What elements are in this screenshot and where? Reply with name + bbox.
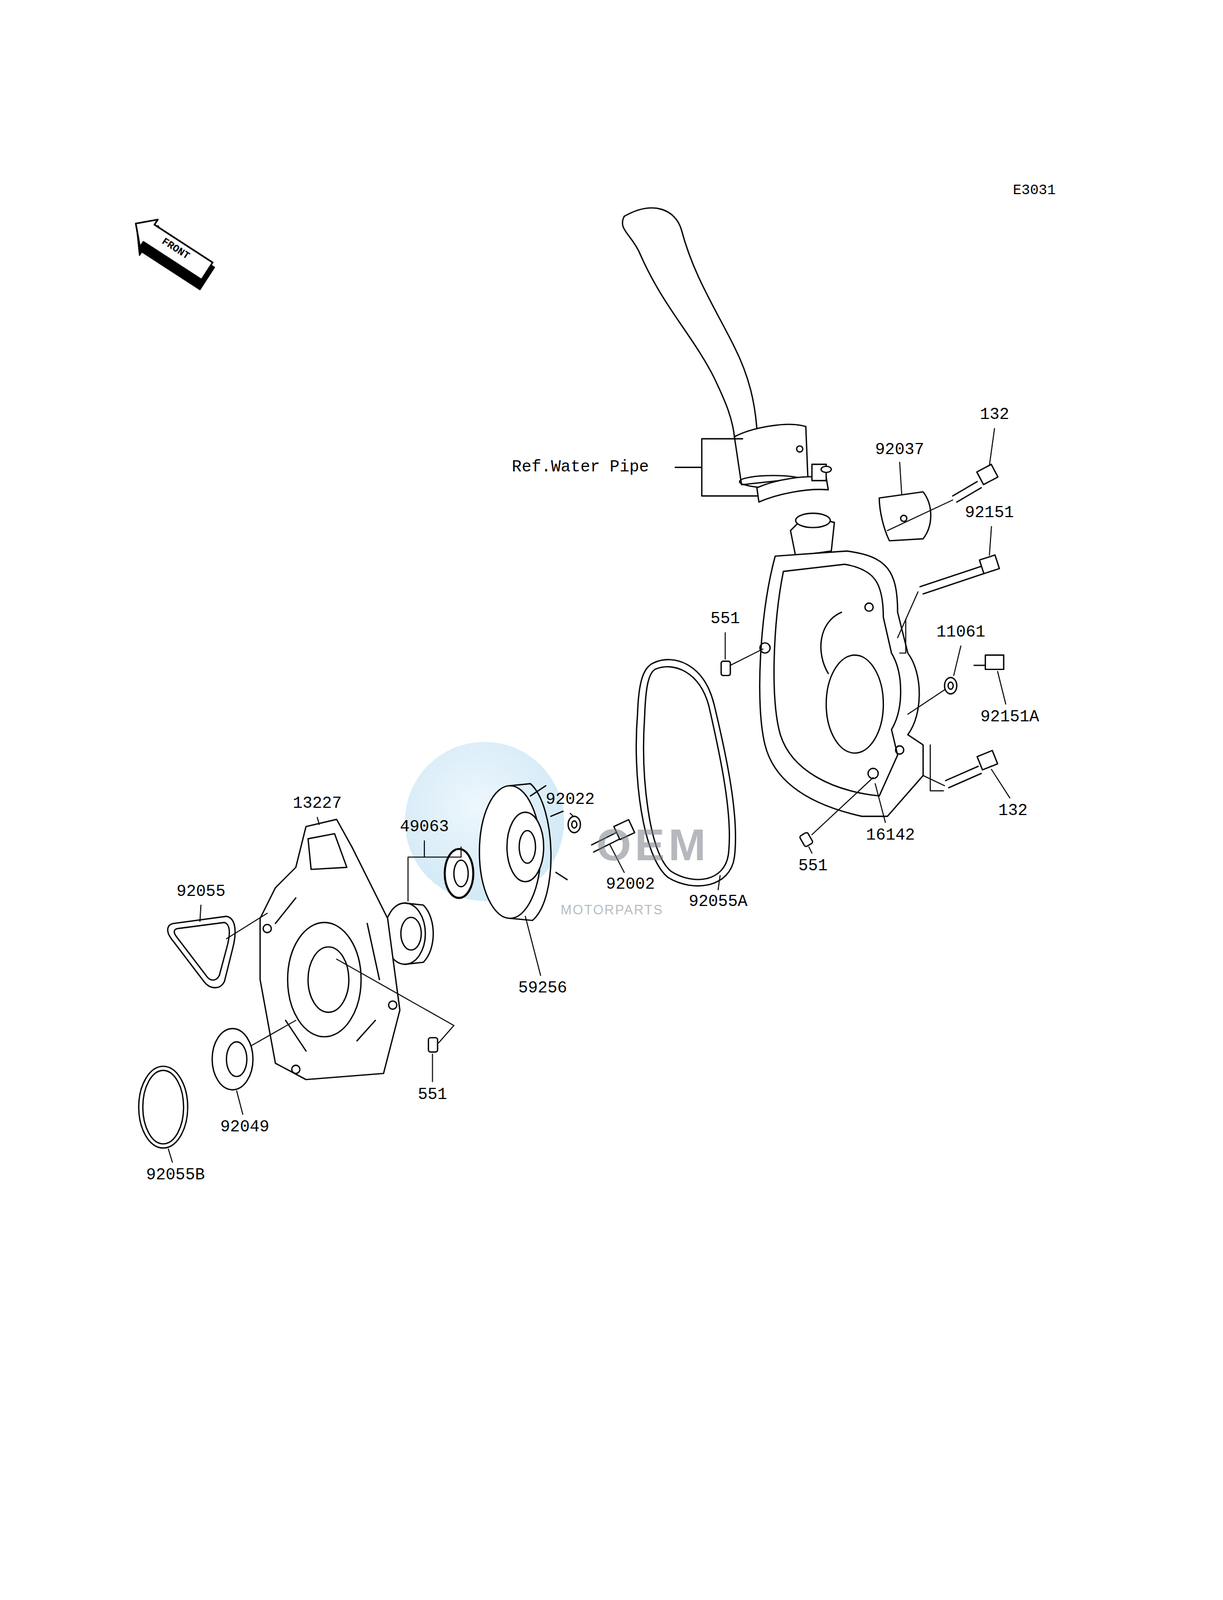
callout-number: 49063 [399,819,449,836]
reference-label: Ref.Water Pipe [511,458,650,476]
callout-number: 92055 [176,883,226,900]
clip [879,491,931,541]
callout-number: 551 [798,857,828,874]
dowel-pin [428,648,873,1052]
bracket [675,438,757,496]
callout-number: 11061 [936,624,986,641]
callout-number: 551 [710,611,741,628]
pump-body [259,819,454,1080]
callout-number: 13227 [292,795,342,812]
callout-number: 132 [998,802,1028,819]
callout-number: 92022 [545,791,596,808]
callout-number: 92055A [688,893,748,910]
oil-seal [211,1028,253,1090]
callout-number: 551 [417,1086,448,1103]
callout-number: 92055B [146,1166,205,1183]
callout-number: 132 [979,407,1010,424]
front-arrow [122,210,220,293]
pump-cover [759,513,923,816]
callout-number: 59256 [518,980,568,997]
diagram-code: E3031 [1012,183,1056,198]
water-pipe [622,208,832,502]
callout-number: 16142 [866,827,916,844]
callout-number: 92037 [875,441,925,458]
mechanical-seal [384,848,474,965]
o-ring [167,916,236,988]
callout-number: 92002 [605,876,655,893]
callout-number: 92151 [964,504,1014,521]
watermark: OEM [596,822,710,867]
watermark: MOTORPARTS [560,903,664,917]
callout-number: 92151A [980,708,1039,725]
callout-number: 92049 [220,1118,270,1135]
leader-line [168,428,1010,1162]
o-ring [138,1065,188,1148]
